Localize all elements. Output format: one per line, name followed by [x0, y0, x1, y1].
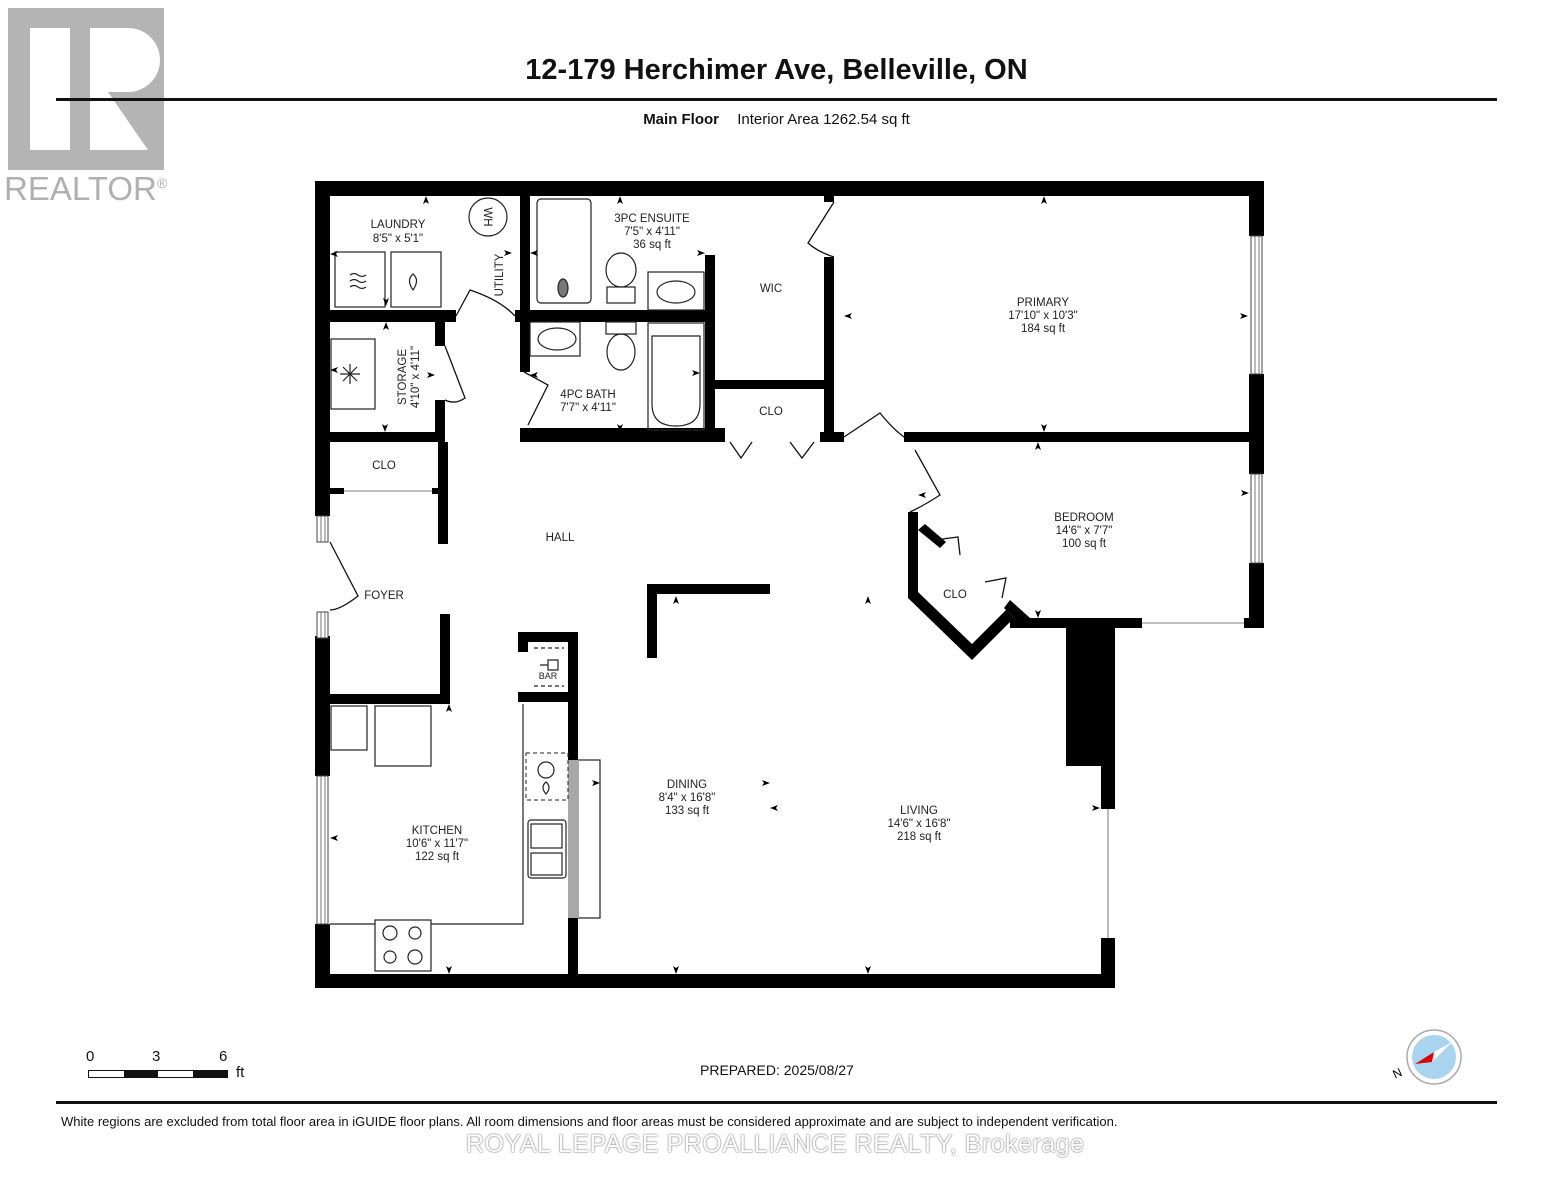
footer-divider: [56, 1101, 1497, 1104]
counter-peninsula: [568, 760, 579, 918]
floor-subtitle: Main Floor Interior Area 1262.54 sq ft: [0, 111, 1553, 128]
kitchen-dims: 10'6" x 11'7": [406, 838, 468, 850]
walls: [315, 181, 1264, 988]
interior-area: Interior Area 1262.54 sq ft: [737, 111, 910, 128]
sink-icon: [529, 321, 581, 357]
water-heater-icon: [468, 197, 508, 237]
stove-icon: [374, 919, 432, 972]
realtor-logo: [8, 8, 164, 170]
bath-label: 4PC BATH: [560, 389, 615, 401]
doors: [329, 201, 1007, 611]
fridge-icon: [374, 705, 432, 767]
clo-foyer-label: CLO: [372, 460, 396, 472]
primary-dims: 17'10" x 10'3": [1008, 310, 1077, 322]
dining-label: DINING: [667, 779, 707, 791]
dishwasher-icon: [537, 761, 555, 779]
clo-hall-label: CLO: [759, 406, 783, 418]
ensuite-label: 3PC ENSUITE: [614, 213, 690, 225]
storage-dims: 4'10" x 4'11": [410, 346, 422, 408]
dining-area: 133 sq ft: [665, 805, 710, 817]
living-dims: 14'6" x 16'8": [887, 818, 950, 830]
windows: [316, 235, 1263, 925]
scale-tick-6: 6: [219, 1048, 228, 1065]
scale-tick-3: 3: [152, 1048, 161, 1065]
wic-label: WIC: [760, 283, 782, 295]
toilet-icon: [605, 252, 637, 288]
brokerage-watermark: ROYAL LEPAGE PROALLIANCE REALTY, Brokera…: [466, 1130, 1085, 1158]
dishwasher-outline: [525, 752, 569, 801]
laundry-dims: 8'5" x 5'1": [373, 233, 423, 245]
dryer-icon: [390, 251, 442, 308]
realtor-wordmark: REALTOR®: [4, 170, 168, 207]
compass-icon: [1406, 1029, 1462, 1085]
primary-area: 184 sq ft: [1021, 323, 1066, 335]
realtor-r-logo-icon: [8, 8, 164, 170]
kitchen-sink-icon: [527, 819, 567, 879]
kitchen-area: 122 sq ft: [415, 851, 460, 863]
primary-label: PRIMARY: [1017, 297, 1070, 309]
scale-tick-0: 0: [86, 1048, 95, 1065]
scale-bar: 0 3 6 ft: [86, 1048, 256, 1082]
prepared-date: PREPARED: 2025/08/27: [700, 1062, 854, 1078]
scale-unit: ft: [236, 1064, 245, 1081]
living-label: LIVING: [900, 805, 938, 817]
header-divider: [56, 98, 1497, 101]
disclaimer: White regions are excluded from total fl…: [61, 1114, 1118, 1129]
bedroom-area: 100 sq ft: [1062, 538, 1107, 550]
toilet-icon: [606, 333, 636, 371]
storage-label: STORAGE: [397, 349, 409, 405]
bedroom-dims: 14'6" x 7'7": [1056, 525, 1113, 537]
hall-label: HALL: [546, 532, 575, 544]
freezer-icon: [330, 338, 376, 410]
washer-icon: [334, 251, 386, 308]
dimension-arrows: [330, 196, 1249, 974]
clo-bedroom-label: CLO: [943, 589, 967, 601]
page-title: 12-179 Herchimer Ave, Belleville, ON: [525, 54, 1028, 86]
water-heater-label: WH: [481, 207, 493, 226]
kitchen-label: KITCHEN: [412, 825, 462, 837]
living-area: 218 sq ft: [897, 831, 942, 843]
dining-dims: 8'4" x 16'8": [659, 792, 716, 804]
bedroom-label: BEDROOM: [1054, 512, 1113, 524]
bathtub-icon: [647, 322, 705, 431]
utility-label: UTILITY: [494, 253, 506, 296]
window-mullions: [320, 236, 1260, 938]
bath-dims: 7'7" x 4'11": [560, 402, 616, 414]
room-labels: LAUNDRY 8'5" x 5'1" UTILITY WH 3PC ENSUI…: [364, 207, 1114, 863]
fixtures: [330, 197, 705, 972]
floor-name: Main Floor: [643, 111, 720, 128]
laundry-label: LAUNDRY: [371, 219, 426, 231]
compass-north-label: N: [1391, 1065, 1405, 1081]
ensuite-dims: 7'5" x 4'11": [624, 226, 680, 238]
sink-icon: [647, 271, 705, 311]
scale-bar-graphic: [88, 1070, 228, 1078]
bar-label: BAR: [539, 671, 558, 681]
foyer-label: FOYER: [364, 590, 404, 602]
ensuite-area: 36 sq ft: [633, 239, 672, 251]
counter: [330, 705, 368, 751]
